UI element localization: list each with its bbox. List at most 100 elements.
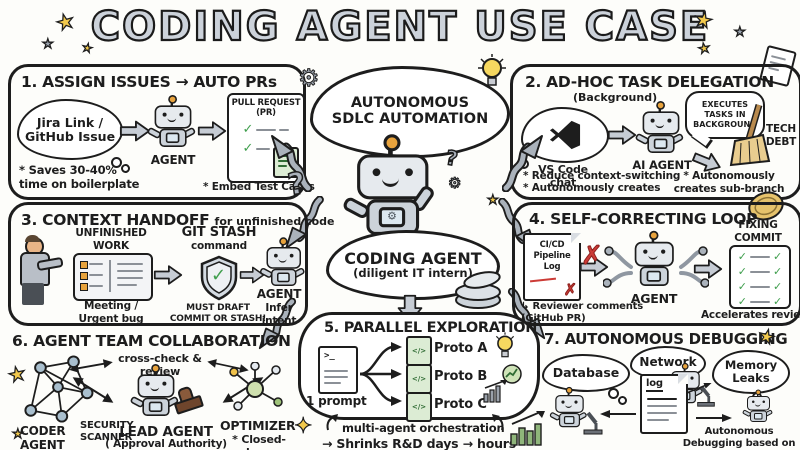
section-2-title: 2. AD-HOC TASK DELEGATION bbox=[525, 73, 774, 91]
arrow-icon bbox=[600, 410, 636, 418]
section-parallel-exploration: 5. PARALLEL EXPLORATION >_ 1 prompt </> … bbox=[298, 312, 545, 450]
sparkle-icon: ✦ bbox=[293, 414, 313, 439]
microscope-icon bbox=[697, 385, 715, 407]
robot-arms-icon bbox=[603, 246, 709, 288]
broom-icon bbox=[729, 104, 771, 167]
coding-agent-title: CODING AGENT bbox=[344, 248, 482, 268]
block-arrow-icon bbox=[691, 152, 721, 172]
note-context-switching: * Reduce context-switching bbox=[523, 170, 681, 182]
person-icon bbox=[17, 235, 64, 321]
meeting-urgent-bug-label: Meeting / Urgent bug bbox=[78, 300, 144, 325]
section-assign-issues: 1. ASSIGN ISSUES → AUTO PRs Jira Link / … bbox=[8, 64, 315, 200]
hook-arrow-icon: ↳ bbox=[521, 301, 530, 312]
bar-chart-icon bbox=[483, 380, 507, 403]
section-7-title: 7. AUTONOMOUS DEBUGGING bbox=[544, 330, 788, 348]
branch-arrows-icon bbox=[359, 342, 402, 406]
coding-agent-cloud: CODING AGENT (diligent IT intern) bbox=[326, 230, 500, 300]
check-icon: ✓ bbox=[242, 122, 254, 138]
bar-chart-icon bbox=[510, 411, 545, 446]
check-icon: ✓ bbox=[737, 295, 747, 308]
multi-arm-robot-icon bbox=[633, 230, 674, 286]
check-icon: ✓ bbox=[211, 265, 227, 286]
gear-icon: ⚙ bbox=[378, 207, 406, 228]
coin-icon bbox=[748, 191, 784, 221]
network-graph-icon bbox=[24, 355, 94, 423]
thought-dot bbox=[608, 388, 619, 399]
accelerates-review-label: Accelerates review bbox=[701, 309, 800, 321]
log-file-icon: log bbox=[640, 374, 688, 434]
lead-agent-label: LEAD AGENT bbox=[119, 424, 213, 440]
block-arrow-icon bbox=[197, 121, 227, 141]
database-cloud: Database bbox=[542, 354, 630, 392]
prompt-glyph: >_ bbox=[324, 351, 335, 361]
curve-arrow-icon bbox=[326, 414, 338, 431]
cross-icon: ✗ bbox=[581, 241, 604, 272]
question-mark-icon: ? bbox=[443, 144, 460, 171]
hypotheses-note: Autonomous Debugging based on hypotheses bbox=[682, 426, 796, 449]
arrow-icon bbox=[696, 414, 732, 422]
robot-icon bbox=[258, 237, 306, 286]
thought-dot bbox=[618, 396, 627, 405]
double-arrow-icon bbox=[207, 359, 249, 373]
star-icon: ★ bbox=[696, 39, 712, 58]
curve-arrow-icon bbox=[492, 414, 504, 431]
reviewer-comments-label: Reviewer comments (GitHub PR) bbox=[521, 301, 644, 324]
code-tag-glyph: </> bbox=[411, 403, 427, 411]
star-icon: ★ bbox=[80, 39, 95, 56]
lead-agent-robot-icon bbox=[129, 364, 180, 416]
must-draft-warning: MUST DRAFT COMMIT OR STASH! bbox=[169, 303, 267, 324]
gear-icon: ⚙ bbox=[447, 174, 462, 192]
section-3-suffix: for unfinished code bbox=[214, 215, 335, 228]
sdlc-cloud-text: AUTONOMOUS SDLC AUTOMATION bbox=[331, 95, 489, 127]
coder-agent-label: CODER AGENT bbox=[20, 424, 66, 450]
optimizer-label: OPTIMIZER bbox=[220, 418, 296, 433]
section-2-subtitle: (Background) bbox=[573, 91, 658, 104]
coding-agent-robot-icon: ⚙ bbox=[341, 134, 437, 235]
squiggly-arrow-icon bbox=[285, 196, 324, 250]
robot-icon bbox=[548, 386, 588, 428]
section-6-title: 6. AGENT TEAM COLLABORATION bbox=[12, 332, 291, 350]
pipeline-log-label: CI/CD Pipeline Log bbox=[533, 240, 571, 273]
section-4-title: 4. SELF-CORRECTING LOOP bbox=[529, 210, 758, 228]
check-icon: ✓ bbox=[737, 250, 747, 263]
agent-label: AGENT bbox=[150, 153, 196, 167]
code-file-icon: </> bbox=[406, 364, 432, 394]
block-arrow-icon bbox=[579, 257, 609, 277]
vscode-logo-icon bbox=[549, 120, 581, 150]
approval-authority-label: ( Approval Authority) bbox=[105, 438, 227, 450]
section-3-title: 3. CONTEXT HANDOFF bbox=[21, 211, 210, 229]
proto-b-label: Proto B bbox=[434, 369, 488, 384]
note-autonomously-creates: * Autonomously creates bbox=[523, 182, 661, 194]
section-context-handoff: 3. CONTEXT HANDOFF for unfinished code U… bbox=[8, 202, 335, 327]
star-icon: ★ bbox=[41, 37, 54, 52]
section-5-title: 5. PARALLEL EXPLORATION bbox=[324, 320, 538, 336]
terminal-prompt-icon: >_ bbox=[318, 346, 358, 394]
fixing-commit-label: FIXING COMMIT bbox=[734, 219, 782, 244]
star-icon: ★ bbox=[5, 360, 29, 389]
checklist-card: ✓✓ ✓✓ ✓✓ ✓✓ bbox=[729, 245, 791, 309]
one-prompt-label: 1 prompt bbox=[306, 394, 367, 408]
proto-c-label: Proto C bbox=[434, 397, 487, 412]
section-1-title: 1. ASSIGN ISSUES → AUTO PRs bbox=[21, 73, 277, 91]
code-tag-glyph: </> bbox=[411, 375, 427, 383]
gear-icon: ⚙ bbox=[298, 64, 320, 92]
section-adhoc-delegation: 2. AD-HOC TASK DELEGATION (Background) V… bbox=[510, 64, 800, 200]
closed-loop-devops-label: * Closed-loop DevOps bbox=[232, 433, 286, 450]
sdlc-cloud: AUTONOMOUS SDLC AUTOMATION bbox=[310, 66, 510, 158]
vscode-chat-label: VS Code chat bbox=[538, 163, 588, 190]
check-icon: ✓ bbox=[773, 280, 783, 293]
block-arrow-icon bbox=[607, 125, 637, 145]
growth-chart-icon bbox=[502, 364, 522, 384]
coding-agent-subtitle: (diligent IT intern) bbox=[353, 266, 473, 281]
infer-intent-label: Infer intent bbox=[261, 302, 297, 327]
check-icon: ✓ bbox=[737, 280, 747, 293]
agent-label: AGENT bbox=[630, 291, 678, 306]
tech-debt-label: TECH DEBT bbox=[765, 123, 797, 148]
log-label: log bbox=[646, 378, 663, 392]
check-icon: ✓ bbox=[242, 141, 254, 157]
block-arrow-icon bbox=[153, 265, 183, 285]
orchestration-label: multi-agent orchestration bbox=[342, 421, 505, 435]
code-file-icon: </> bbox=[406, 336, 432, 366]
microscope-icon bbox=[583, 411, 603, 435]
pipeline-log-icon: CI/CD Pipeline Log ✗ bbox=[523, 233, 581, 301]
